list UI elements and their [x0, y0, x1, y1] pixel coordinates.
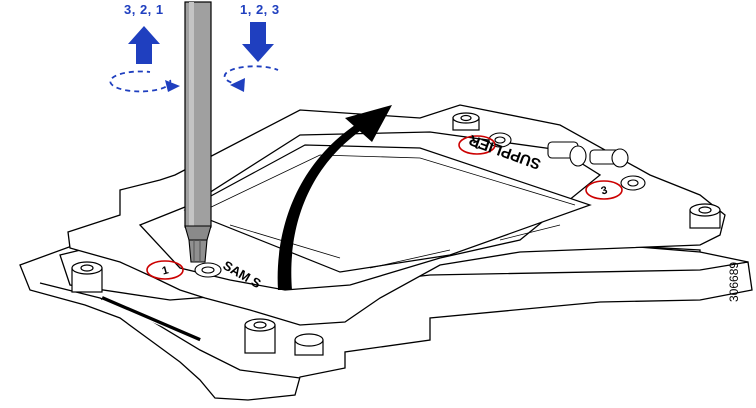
standoff-posts [71, 112, 721, 356]
down-arrow-clockwise-icon [223, 22, 279, 92]
callout-numbers: 1 2 3 [161, 137, 609, 277]
cw-rotation-path [223, 65, 279, 86]
standoff-back [452, 112, 480, 131]
standoff-front-mid [244, 318, 276, 354]
tighten-order-label: 1, 2, 3 [240, 2, 280, 17]
down-arrow-shape [242, 22, 274, 62]
standoff-front-right [294, 333, 324, 356]
callout-number-3: 3 [600, 184, 609, 197]
callout-circle-2 [458, 135, 496, 155]
loosen-order-label: 3, 2, 1 [124, 2, 164, 17]
screw-3 [620, 175, 646, 191]
standoff-front-left [71, 261, 103, 293]
torx-driver-icon [184, 1, 212, 263]
screw-callouts [146, 135, 623, 280]
up-arrow-counterclockwise-icon [109, 26, 180, 93]
up-arrow-shape [128, 26, 160, 64]
ccw-rotation-path [109, 70, 172, 93]
screw-1 [194, 262, 222, 278]
figure-number: 306689 [727, 261, 741, 302]
callout-number-2: 2 [472, 137, 482, 150]
callout-circle-1 [146, 260, 184, 280]
spring-clip [547, 141, 629, 168]
callout-circle-3 [585, 180, 623, 200]
cw-arrowhead [230, 78, 245, 92]
callout-number-1: 1 [161, 264, 170, 277]
ccw-arrowhead [165, 80, 180, 92]
retention-rod [101, 296, 201, 343]
screw-heads [194, 132, 646, 278]
standoff-right [689, 203, 721, 229]
curved-lift-arrow-icon [277, 105, 392, 290]
